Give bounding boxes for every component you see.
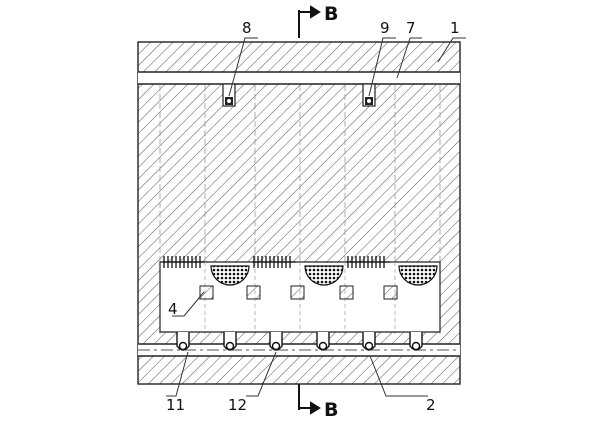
callout-4: 4: [168, 300, 178, 318]
callout-1: 1: [450, 19, 460, 37]
top-pipe-channel: [138, 71, 460, 85]
section-marker-top: [298, 5, 321, 38]
callout-8: 8: [242, 19, 252, 37]
callout-7: 7: [406, 19, 416, 37]
callout-11: 11: [166, 396, 185, 414]
comb-strip-left: [162, 256, 205, 268]
bowl-right: [398, 265, 438, 286]
leader-lines: [166, 37, 466, 397]
drain-fitting-4: [316, 332, 330, 351]
drain-fitting-6: [409, 332, 423, 351]
section-marker-bottom: [298, 384, 321, 415]
callout-9: 9: [380, 19, 390, 37]
section-label-bottom: B: [324, 399, 338, 421]
drain-fitting-1: [176, 332, 190, 351]
comb-strip-right: [346, 256, 390, 268]
callout-2: 2: [426, 396, 436, 414]
drain-fitting-2: [223, 332, 237, 351]
comb-strip-middle: [252, 256, 296, 268]
drain-fitting-5: [362, 332, 376, 351]
bowl-left: [210, 265, 250, 286]
bowl-middle: [304, 265, 344, 286]
section-label-top: B: [324, 3, 338, 25]
callout-12: 12: [228, 396, 247, 414]
drain-fitting-3: [269, 332, 283, 351]
small-blocks: [199, 285, 398, 300]
bottom-pipe-channel: [138, 343, 460, 357]
